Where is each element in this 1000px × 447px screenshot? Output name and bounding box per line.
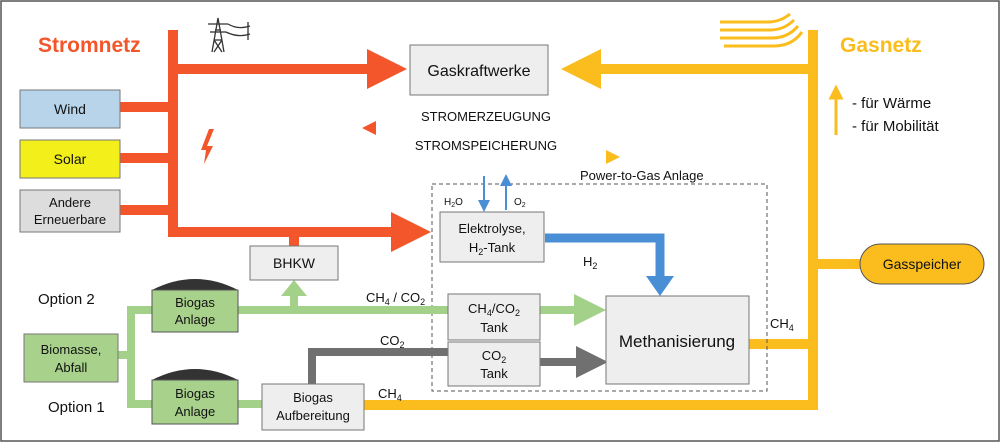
stromnetz-title: Stromnetz — [38, 34, 141, 57]
biogas-anlage-2-label1: Biogas — [175, 295, 215, 310]
biogas-dome-icon — [152, 279, 238, 290]
o2-label: O2 — [514, 197, 526, 209]
co2-tank-label-line2: Tank — [480, 366, 508, 381]
power-to-gas-frame — [431, 183, 768, 392]
option-2-label: Option 2 — [38, 291, 95, 308]
biogas-anlage-1-label2: Anlage — [175, 404, 215, 419]
co2-tank-label-line1: CO2 — [482, 348, 507, 365]
h2-line — [545, 233, 665, 278]
co2-flow-label: CO2 — [380, 333, 405, 350]
co2-line — [308, 348, 360, 384]
power-pylon-icon — [208, 17, 251, 53]
biomasse-label-line1: Biomasse, — [41, 342, 102, 357]
ch4-co2-tank-box — [447, 293, 541, 341]
gasnetz-title: Gasnetz — [840, 34, 922, 57]
co2-tank-box — [447, 341, 541, 387]
stromspeicherung-arrowhead — [606, 150, 620, 164]
option-1-label: Option 1 — [48, 399, 105, 416]
biogas-anlage-2: Biogas Anlage — [151, 279, 239, 333]
andere-label-line1: Andere — [49, 195, 91, 210]
biomasse-box — [23, 333, 119, 383]
h2-arrowhead — [646, 276, 674, 296]
biogas-to-bhkw-arrowhead — [281, 280, 307, 296]
mobilitaet-label: - für Mobilität — [852, 118, 940, 135]
lightning-icon — [201, 129, 214, 164]
h2-label: H2 — [583, 254, 597, 271]
ch4-aufbereitung-flow-label: CH4 — [378, 386, 402, 403]
solar-label: Solar — [54, 151, 87, 167]
biogas-anlage-1: Biogas Anlage — [151, 369, 239, 425]
ch4-co2-tank-label-line2: Tank — [480, 320, 508, 335]
power-to-gas-label: Power-to-Gas Anlage — [580, 168, 704, 183]
stromerzeugung-label: STROMERZEUGUNG — [421, 109, 551, 124]
biogas-aufbereitung-box — [261, 383, 365, 431]
gas-pipes-icon — [720, 12, 804, 48]
andere-label-line2: Erneuerbare — [34, 212, 106, 227]
gaskraftwerke-box — [409, 44, 549, 96]
ch4-co2-flow-label: CH4 / CO2 — [366, 290, 425, 307]
gaskraftwerke-label: Gaskraftwerke — [427, 63, 530, 80]
waerme-label: - für Wärme — [852, 95, 931, 112]
stromerzeugung-arrowhead — [362, 121, 376, 135]
elektrolyse-label-line1: Elektrolyse, — [458, 221, 525, 236]
bhkw-label: BHKW — [273, 255, 316, 271]
stromnetz-lines — [120, 30, 431, 252]
ch4-methan-flow-label: CH4 — [770, 316, 794, 333]
biogas-dome-icon — [152, 369, 238, 380]
ch4-co2-tank-label-line1: CH4/CO2 — [468, 301, 520, 318]
solar-box — [19, 139, 121, 179]
elektrolyse-box — [439, 211, 545, 263]
wind-box — [19, 89, 121, 129]
elektrolyse-label-line2: H2-Tank — [469, 240, 516, 257]
wind-label: Wind — [54, 101, 86, 117]
methanisierung-label: Methanisierung — [619, 332, 735, 351]
h2o-label: H2O — [444, 197, 463, 209]
stromspeicherung-label: STROMSPEICHERUNG — [415, 138, 557, 153]
bhkw-box — [249, 245, 339, 281]
aufbereitung-label-line1: Biogas — [293, 390, 333, 405]
biogas-anlage-2-label2: Anlage — [175, 312, 215, 327]
aufbereitung-label-line2: Aufbereitung — [276, 408, 350, 423]
methanisierung-box — [605, 295, 750, 385]
gasspeicher-box — [859, 243, 985, 285]
gasspeicher-label: Gasspeicher — [883, 256, 962, 272]
gasnetz-lines — [364, 30, 860, 410]
biomasse-label-line2: Abfall — [55, 360, 88, 375]
biogas-anlage-1-label1: Biogas — [175, 386, 215, 401]
andere-erneuerbare-box — [19, 189, 121, 233]
